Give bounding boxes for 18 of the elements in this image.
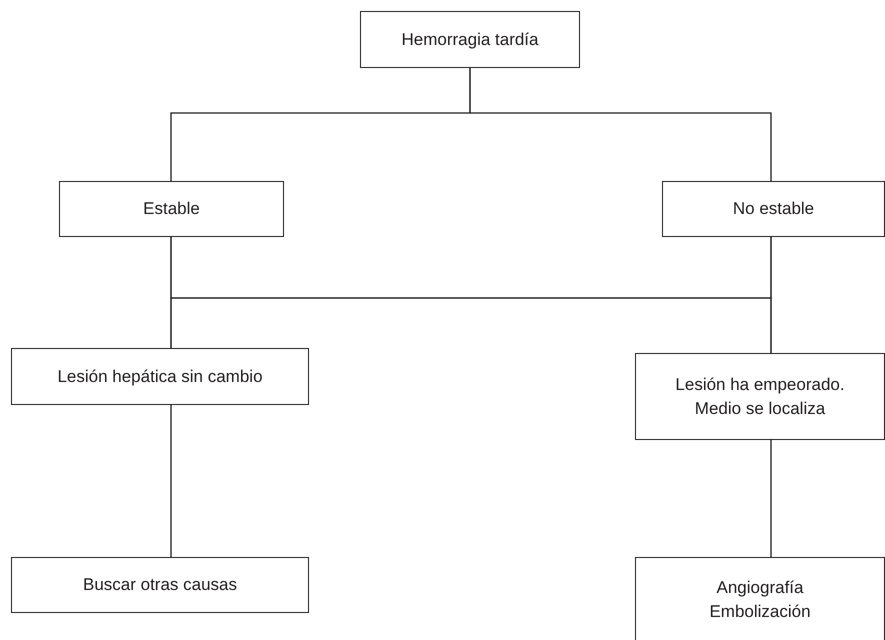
process-box xyxy=(11,557,309,613)
box-label: Angiografía Embolización xyxy=(708,576,812,622)
connector-line xyxy=(170,405,172,557)
box-label: Buscar otras causas xyxy=(82,574,237,596)
box-label: Hemorragia tardía xyxy=(401,28,538,51)
box-label: No estable xyxy=(732,198,814,220)
process-box xyxy=(635,557,885,640)
connector-line xyxy=(770,440,772,557)
connector-line xyxy=(770,237,772,353)
process-box xyxy=(635,353,885,440)
process-box xyxy=(662,181,885,237)
box-label: Lesión ha empeorado. Medio se localiza xyxy=(674,374,846,420)
process-box xyxy=(11,348,309,405)
process-box xyxy=(59,181,284,237)
connector-line xyxy=(469,68,772,181)
process-box xyxy=(360,11,580,68)
box-label: Estable xyxy=(143,198,200,220)
box-label: Lesión hepática sin cambio xyxy=(57,366,263,388)
